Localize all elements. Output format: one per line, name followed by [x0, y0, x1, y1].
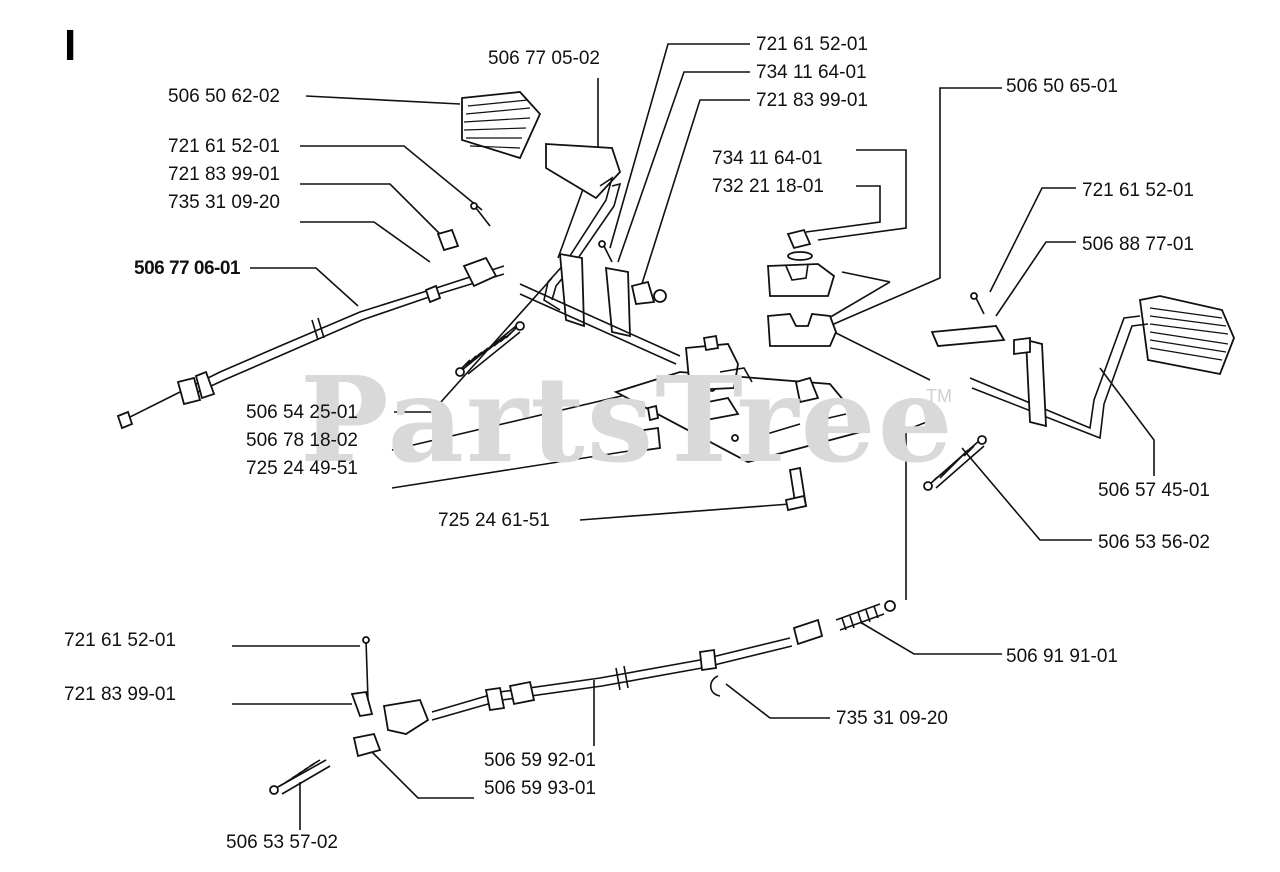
- part-label: 725 24 61-51: [438, 510, 550, 531]
- right-pedal-arm: [969, 315, 1149, 440]
- watermark-tm: TM: [926, 386, 952, 406]
- part-label: 506 77 05-02: [488, 48, 600, 69]
- right-pedal-pad: [1138, 295, 1235, 376]
- part-label: 725 24 49-51: [246, 458, 358, 479]
- part-label: 506 50 65-01: [1006, 76, 1118, 97]
- part-label: 506 50 62-02: [168, 86, 280, 107]
- part-label: 506 88 77-01: [1082, 234, 1194, 255]
- part-label: 506 59 92-01: [484, 750, 596, 771]
- leader-lines: [232, 43, 1155, 830]
- part-label: 506 77 06-01: [134, 258, 241, 279]
- part-label: 732 21 18-01: [712, 176, 824, 197]
- part-label: 506 54 25-01: [246, 402, 358, 423]
- base-plate: [613, 371, 870, 463]
- left-return-spring: [455, 321, 525, 377]
- section-letter: I: [64, 21, 77, 70]
- part-label: 721 61 52-01: [1082, 180, 1194, 201]
- left-control-cable: [116, 256, 505, 430]
- clevis-pins: [436, 202, 667, 305]
- part-label: 734 11 64-01: [712, 148, 823, 169]
- bottom-pulling-spring: [835, 600, 896, 631]
- part-label: 721 83 99-01: [64, 684, 176, 705]
- left-pedal-arm: [543, 143, 622, 311]
- lower-block: [767, 313, 837, 347]
- part-label: 506 57 45-01: [1098, 480, 1210, 501]
- bottom-spring: [269, 759, 331, 795]
- part-label: 734 11 64-01: [756, 62, 867, 83]
- part-label: 721 83 99-01: [168, 164, 280, 185]
- nut-washer: [786, 228, 813, 261]
- switch-block: [685, 334, 753, 391]
- pedal-bracket: [519, 252, 681, 365]
- part-label: 721 61 52-01: [756, 34, 868, 55]
- right-link-plate: [930, 292, 1031, 356]
- right-return-spring: [923, 435, 987, 491]
- part-label: 506 53 57-02: [226, 832, 338, 853]
- e-clip: [709, 675, 721, 697]
- plate-bolts: [643, 404, 808, 512]
- part-label: 721 61 52-01: [168, 136, 280, 157]
- upper-block: [767, 263, 836, 297]
- part-label: 735 31 09-20: [168, 192, 280, 213]
- watermark: PartsTree: [300, 350, 955, 489]
- part-label: 721 61 52-01: [64, 630, 176, 651]
- part-label: 506 53 56-02: [1098, 532, 1210, 553]
- part-label: 506 78 18-02: [246, 430, 358, 451]
- part-label: 721 83 99-01: [756, 90, 868, 111]
- bottom-control-cable: [431, 618, 824, 721]
- part-label: 735 31 09-20: [836, 708, 948, 729]
- left-pedal-pad: [461, 91, 542, 160]
- part-label: 506 91 91-01: [1006, 646, 1118, 667]
- bottom-clevis: [350, 636, 430, 735]
- bottom-clip: [352, 732, 382, 758]
- part-label: 506 59 93-01: [484, 778, 596, 799]
